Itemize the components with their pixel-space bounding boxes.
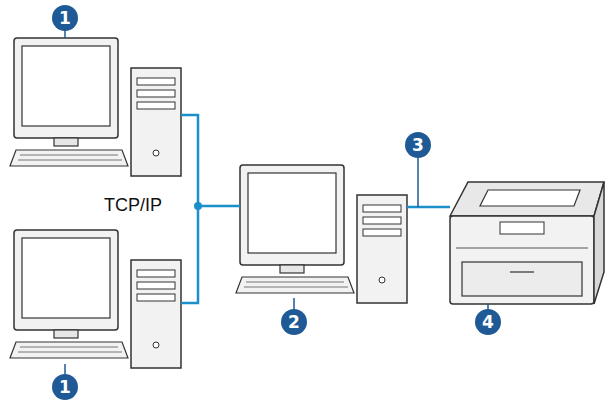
protocol-label: TCP/IP bbox=[104, 195, 162, 215]
callout-number: 3 bbox=[405, 132, 431, 158]
callout-number: 1 bbox=[52, 5, 78, 31]
server-computer bbox=[236, 165, 407, 303]
junction-dot bbox=[194, 202, 202, 210]
callout-number: 1 bbox=[52, 374, 78, 400]
client-computer bbox=[10, 38, 181, 176]
client-computer bbox=[10, 230, 181, 368]
printer bbox=[450, 182, 604, 304]
callout-number: 4 bbox=[475, 309, 501, 335]
network-wire bbox=[65, 30, 488, 374]
callout-number: 2 bbox=[281, 309, 307, 335]
